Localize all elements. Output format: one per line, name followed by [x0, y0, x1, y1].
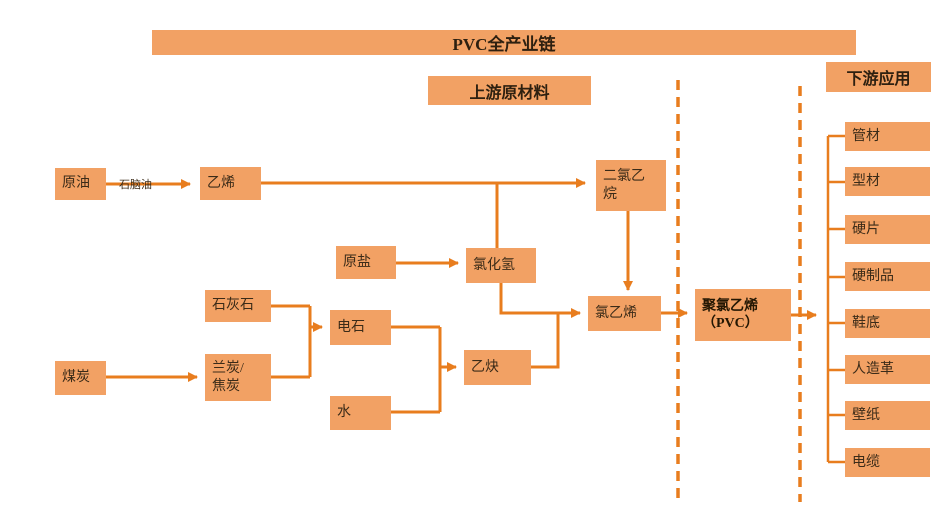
section-header-upstream: 上游原材料: [428, 76, 591, 105]
node-calcium-carbide-label: 电石: [337, 319, 365, 335]
downstream-item-shoe-soles: 鞋底: [845, 309, 930, 338]
node-vinyl-chloride: 氯乙烯: [588, 296, 661, 331]
node-coke: 兰炭/ 焦炭: [205, 354, 271, 401]
downstream-item-rigid-sheet: 硬片: [845, 215, 930, 244]
section-header-downstream-label: 下游应用: [846, 71, 911, 88]
downstream-item-artificial-leather-label: 人造革: [852, 361, 894, 377]
node-dichloroethane-label: 二氯乙 烷: [603, 169, 645, 202]
node-coke-label: 兰炭/ 焦炭: [212, 361, 244, 394]
downstream-item-shoe-soles-label: 鞋底: [852, 315, 880, 331]
downstream-item-wallpaper: 壁纸: [845, 401, 930, 430]
downstream-item-cable: 电缆: [845, 448, 930, 477]
node-crude-oil-label: 原油: [62, 176, 90, 192]
node-hydrogen-chloride-label: 氯化氢: [473, 257, 515, 273]
downstream-item-rigid-products-label: 硬制品: [852, 268, 894, 284]
node-vinyl-chloride-label: 氯乙烯: [595, 305, 637, 321]
downstream-item-rigid-products: 硬制品: [845, 262, 930, 291]
downstream-item-artificial-leather: 人造革: [845, 355, 930, 384]
node-ethylene-label: 乙烯: [207, 175, 235, 191]
edge-acetylene-to-vcm-join: [531, 314, 560, 369]
downstream-item-profiles: 型材: [845, 167, 930, 196]
downstream-item-profiles-label: 型材: [852, 173, 880, 189]
node-acetylene: 乙炔: [464, 350, 531, 385]
node-ethylene: 乙烯: [200, 167, 261, 200]
node-pvc-label: 聚氯乙烯 （PVC）: [702, 298, 759, 332]
downstream-item-rigid-sheet-label: 硬片: [852, 221, 880, 237]
node-water-label: 水: [337, 405, 351, 421]
bracket-stubs: [828, 134, 845, 464]
node-limestone-label: 石灰石: [212, 298, 254, 314]
node-coal-label: 煤炭: [62, 370, 90, 386]
node-raw-salt: 原盐: [336, 246, 396, 279]
node-raw-salt-label: 原盐: [343, 254, 371, 270]
downstream-item-wallpaper-label: 壁纸: [852, 407, 880, 423]
downstream-item-pipes: 管材: [845, 122, 930, 151]
node-acetylene-label: 乙炔: [471, 359, 499, 375]
diagram-title: PVC全产业链: [152, 30, 856, 55]
downstream-bracket: [826, 134, 845, 464]
node-dichloroethane: 二氯乙 烷: [596, 160, 666, 211]
node-limestone: 石灰石: [205, 290, 271, 322]
node-pvc: 聚氯乙烯 （PVC）: [695, 289, 791, 341]
node-water: 水: [330, 396, 391, 430]
node-hydrogen-chloride: 氯化氢: [466, 248, 536, 283]
edge-label-naphtha: 石脑油: [119, 179, 152, 191]
solid-arrows: [106, 178, 817, 414]
node-crude-oil: 原油: [55, 168, 106, 200]
downstream-item-pipes-label: 管材: [852, 128, 880, 144]
node-calcium-carbide: 电石: [330, 310, 391, 345]
section-header-upstream-label: 上游原材料: [469, 84, 550, 102]
section-separators: [676, 80, 802, 502]
diagram-title-label: PVC全产业链: [452, 35, 556, 54]
downstream-item-cable-label: 电缆: [852, 454, 880, 470]
node-coal: 煤炭: [55, 361, 106, 395]
section-header-downstream: 下游应用: [826, 62, 931, 92]
edge-hcl-to-vcm: [499, 283, 581, 318]
